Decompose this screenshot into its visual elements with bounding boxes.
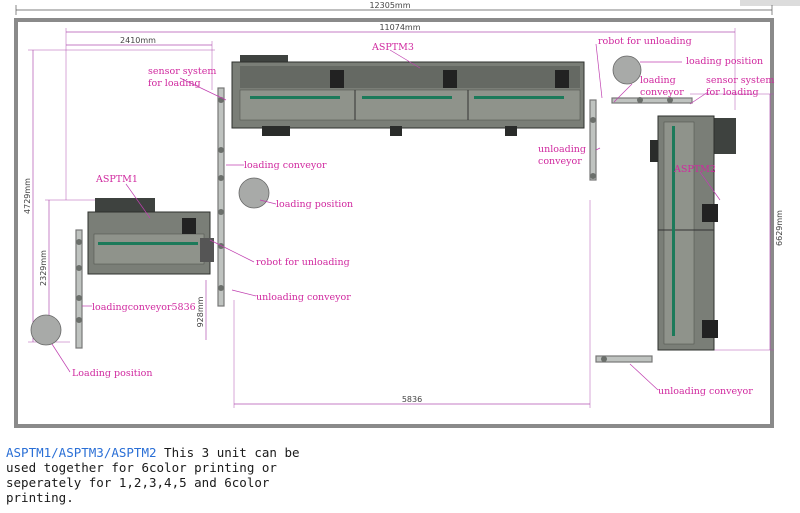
label-unloading-conveyor-mid: unloading conveyor [256, 292, 351, 303]
room-wall [14, 18, 774, 428]
machine-asptm2 [650, 115, 736, 351]
dim-left-sub-height-text: 2329mm [39, 250, 48, 286]
caption-title: ASPTM1/ASPTM3/ASPTM2 [6, 445, 157, 460]
label-unloading-conveyor-bottom: unloading conveyor [658, 386, 753, 397]
dim-inner-width-text: 11074mm [379, 23, 420, 32]
dim-segment-top-text: 2410mm [120, 36, 156, 45]
loading-position-mid-marker [238, 177, 270, 209]
caption: ASPTM1/ASPTM3/ASPTM2 This 3 unit can be … [6, 445, 326, 505]
dimension-left-height: 4729mm [23, 49, 215, 343]
label-sensor-system-left-line1: sensor system [148, 66, 216, 77]
leader-lines [51, 43, 721, 391]
dimension-segment-top: 2410mm [66, 36, 213, 90]
label-unloading-conveyor-top-line1: unloading [538, 144, 586, 155]
dim-left-height-text: 4729mm [23, 178, 32, 214]
label-loading-conveyor-top-line2: conveyor [640, 87, 684, 98]
label-unloading-conveyor-top-line2: conveyor [538, 156, 582, 167]
label-sensor-system-right-line2: for loading [706, 87, 759, 98]
dim-small-height-text: 928mm [196, 296, 205, 327]
label-asptm3: ASPTM3 [371, 42, 414, 53]
label-loading-position-top: loading position [686, 56, 763, 67]
label-loading-conveyor-left: loadingconveyor5836 [92, 302, 196, 313]
label-robot-unloading-top: robot for unloading [598, 36, 692, 47]
room-wall-top-right [740, 0, 800, 6]
caption-text: This 3 unit can be used together for 6co… [6, 445, 300, 505]
label-loading-position-mid: loading position [276, 199, 353, 210]
conveyor-left-vertical [75, 87, 693, 363]
label-asptm1: ASPTM1 [95, 174, 138, 185]
dimension-inner-width: 11074mm [65, 23, 736, 200]
dimension-right-height: 6629mm [690, 93, 784, 351]
dim-total-width-text: 12305mm [369, 1, 410, 10]
label-robot-unloading-mid: robot for unloading [256, 257, 350, 268]
loading-position-bottom-marker [30, 314, 62, 346]
label-asptm2: ASPTM2 [673, 164, 716, 175]
label-sensor-system-left-line2: for loading [148, 78, 201, 89]
dimension-segment-bottom: 5836 [233, 200, 591, 408]
label-sensor-system-right-line1: sensor system [706, 75, 774, 86]
dim-segment-bottom-text: 5836 [402, 395, 422, 404]
machine-asptm3 [231, 55, 585, 136]
label-loading-position-bottom: Loading position [72, 368, 152, 379]
dimension-total-width: 12305mm [15, 1, 773, 15]
dim-right-height-text: 6629mm [775, 210, 784, 246]
dimension-small-height: 928mm [196, 280, 207, 340]
loading-position-top-marker [612, 55, 642, 85]
label-loading-conveyor-top-line1: loading [640, 75, 676, 86]
conveyor-rollers [76, 97, 673, 362]
machine-asptm1 [87, 198, 214, 275]
label-loading-conveyor-mid: loading conveyor [244, 160, 327, 171]
